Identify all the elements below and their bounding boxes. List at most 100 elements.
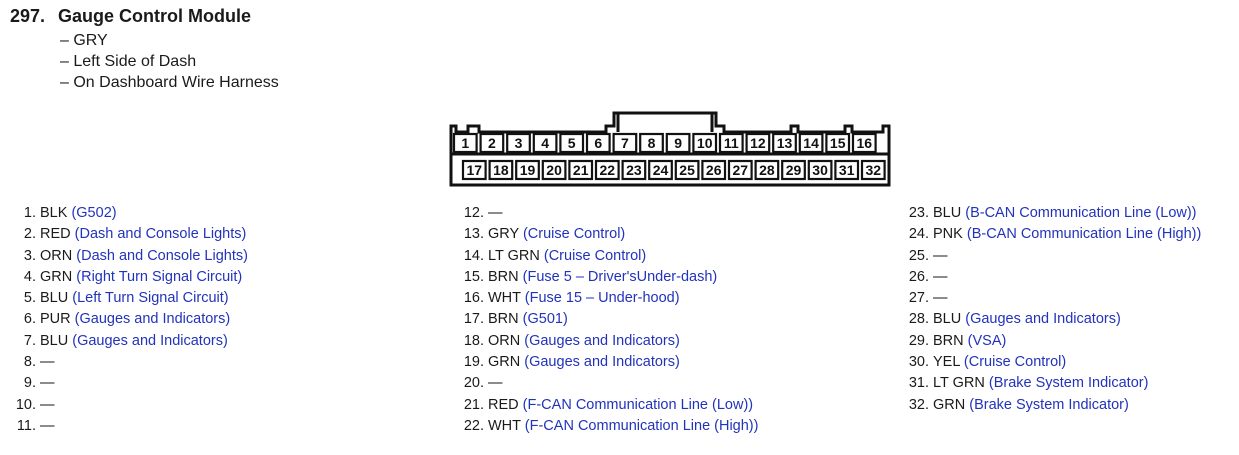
wire-color: BLK xyxy=(40,205,68,221)
wire-color: ORN xyxy=(40,247,73,264)
circuit-link[interactable]: (G502) xyxy=(71,205,117,221)
connector-pin-30: 30 xyxy=(807,159,833,181)
circuit-link[interactable]: (Brake System Indicator) xyxy=(969,396,1129,413)
connector-pin-label: 31 xyxy=(839,162,855,178)
pin-row: 19.GRN (Gauges and Indicators) xyxy=(452,352,758,373)
pin-number: 3. xyxy=(23,247,36,264)
pin-row: 20.— xyxy=(452,373,758,394)
connector-pin-22: 22 xyxy=(594,159,620,181)
wire-color: BLU xyxy=(40,290,69,307)
wire-color: BRN xyxy=(488,311,519,328)
pin-number: 15. xyxy=(463,268,484,285)
pin-row: 5.BLU (Left Turn Signal Circuit) xyxy=(10,288,248,309)
wire-color: GRN xyxy=(933,396,966,413)
circuit-link[interactable]: (Left Turn Signal Circuit) xyxy=(72,290,229,307)
pin-number: 21. xyxy=(463,396,484,413)
wire-color: RED xyxy=(40,226,71,243)
circuit-link[interactable]: (Gauges and Indicators) xyxy=(965,311,1121,328)
pin-row: 26.— xyxy=(897,267,1201,288)
pin-number: 1. xyxy=(23,205,36,221)
pin-list-column-1: 1.BLK (G502) 2.RED (Dash and Console Ligh… xyxy=(10,203,248,437)
connector-pin-label: 15 xyxy=(830,135,846,151)
pin-row: 15.BRN (Fuse 5 – Driver'sUnder-dash) xyxy=(452,267,758,288)
connector-pin-1: 1 xyxy=(452,132,478,154)
pin-row: 14.LT GRN (Cruise Control) xyxy=(452,246,758,267)
wire-color: LT GRN xyxy=(933,375,985,392)
connector-pin-label: 7 xyxy=(621,135,629,151)
wire-color: BRN xyxy=(488,268,519,285)
pin-row: 18.ORN (Gauges and Indicators) xyxy=(452,331,758,352)
wire-color: WHT xyxy=(488,417,521,434)
page-title: 297.Gauge Control Module xyxy=(10,6,251,27)
circuit-link[interactable]: (Dash and Console Lights) xyxy=(74,226,247,243)
pin-row: 23.BLU (B-CAN Communication Line (Low)) xyxy=(897,203,1201,224)
pin-number: 23. xyxy=(908,205,929,221)
pin-number: 9. xyxy=(23,375,36,392)
pin-row: 17.BRN (G501) xyxy=(452,309,758,330)
connector-pin-label: 9 xyxy=(674,135,682,151)
circuit-link[interactable]: (Dash and Console Lights) xyxy=(76,247,248,264)
circuit-link[interactable]: (Cruise Control) xyxy=(963,354,1067,371)
circuit-link[interactable]: (Brake System Indicator) xyxy=(988,375,1149,392)
circuit-link[interactable]: (Fuse 5 – Driver'sUnder-dash) xyxy=(522,268,718,285)
pin-number: 24. xyxy=(908,226,929,243)
pin-number: 27. xyxy=(908,290,929,307)
pin-number: 18. xyxy=(463,332,484,349)
pin-number: 11. xyxy=(16,417,36,434)
circuit-link[interactable]: (Gauges and Indicators) xyxy=(74,311,231,328)
connector-pin-label: 3 xyxy=(515,135,523,151)
wire-color: PNK xyxy=(933,226,963,243)
pin-number: 2. xyxy=(23,226,36,243)
circuit-link[interactable]: (Gauges and Indicators) xyxy=(524,332,680,349)
pin-row: 30.YEL (Cruise Control) xyxy=(897,352,1201,373)
pin-row: 32.GRN (Brake System Indicator) xyxy=(897,395,1201,416)
circuit-link[interactable]: (Fuse 15 – Under-hood) xyxy=(524,290,680,307)
wire-color: BLU xyxy=(933,205,962,221)
pin-row: 4.GRN (Right Turn Signal Circuit) xyxy=(10,267,248,288)
connector-pin-10: 10 xyxy=(692,132,718,154)
circuit-link[interactable]: (Gauges and Indicators) xyxy=(524,354,680,371)
pin-number: 26. xyxy=(908,268,929,285)
wire-color: BRN xyxy=(933,332,964,349)
circuit-link[interactable]: (G501) xyxy=(522,311,568,328)
connector-pin-2: 2 xyxy=(479,132,505,154)
connector-pin-label: 20 xyxy=(546,162,562,178)
connector-location: – Left Side of Dash xyxy=(60,53,197,70)
circuit-link[interactable]: (VSA) xyxy=(967,332,1007,349)
wire-color: — xyxy=(933,290,948,307)
connector-pin-15: 15 xyxy=(825,132,851,154)
connector-pin-18: 18 xyxy=(488,159,514,181)
connector-pin-11: 11 xyxy=(718,132,744,154)
pin-row: 31.LT GRN (Brake System Indicator) xyxy=(897,373,1201,394)
connector-pin-label: 26 xyxy=(706,162,722,178)
connector-pin-14: 14 xyxy=(798,132,824,154)
connector-pin-9: 9 xyxy=(665,132,691,154)
connector-pin-23: 23 xyxy=(621,159,647,181)
circuit-link[interactable]: (B-CAN Communication Line (Low)) xyxy=(965,205,1197,221)
pin-row: 21.RED (F-CAN Communication Line (Low)) xyxy=(452,395,758,416)
circuit-link[interactable]: (F-CAN Communication Line (High)) xyxy=(524,417,759,434)
pin-number: 12. xyxy=(463,205,484,221)
connector-pin-label: 30 xyxy=(812,162,828,178)
circuit-link[interactable]: (Cruise Control) xyxy=(522,226,626,243)
wire-color: PUR xyxy=(40,311,71,328)
connector-housing xyxy=(449,111,891,187)
connector-pin-label: 2 xyxy=(488,135,496,151)
pin-number: 6. xyxy=(23,311,36,328)
pin-number: 31. xyxy=(908,375,929,392)
circuit-link[interactable]: (F-CAN Communication Line (Low)) xyxy=(522,396,754,413)
pin-row: 7.BLU (Gauges and Indicators) xyxy=(10,331,248,352)
pin-row: 6.PUR (Gauges and Indicators) xyxy=(10,309,248,330)
pin-number: 14. xyxy=(463,247,484,264)
connector-pin-label: 11 xyxy=(724,135,739,151)
wire-color: GRN xyxy=(488,354,521,371)
circuit-link[interactable]: (B-CAN Communication Line (High)) xyxy=(966,226,1202,243)
circuit-link[interactable]: (Cruise Control) xyxy=(543,247,647,264)
pin-row: 25.— xyxy=(897,246,1201,267)
connector-pin-label: 29 xyxy=(786,162,802,178)
circuit-link[interactable]: (Gauges and Indicators) xyxy=(72,332,228,349)
circuit-link[interactable]: (Right Turn Signal Circuit) xyxy=(76,268,243,285)
wire-color: LT GRN xyxy=(488,247,540,264)
connector-pin-label: 23 xyxy=(626,162,642,178)
